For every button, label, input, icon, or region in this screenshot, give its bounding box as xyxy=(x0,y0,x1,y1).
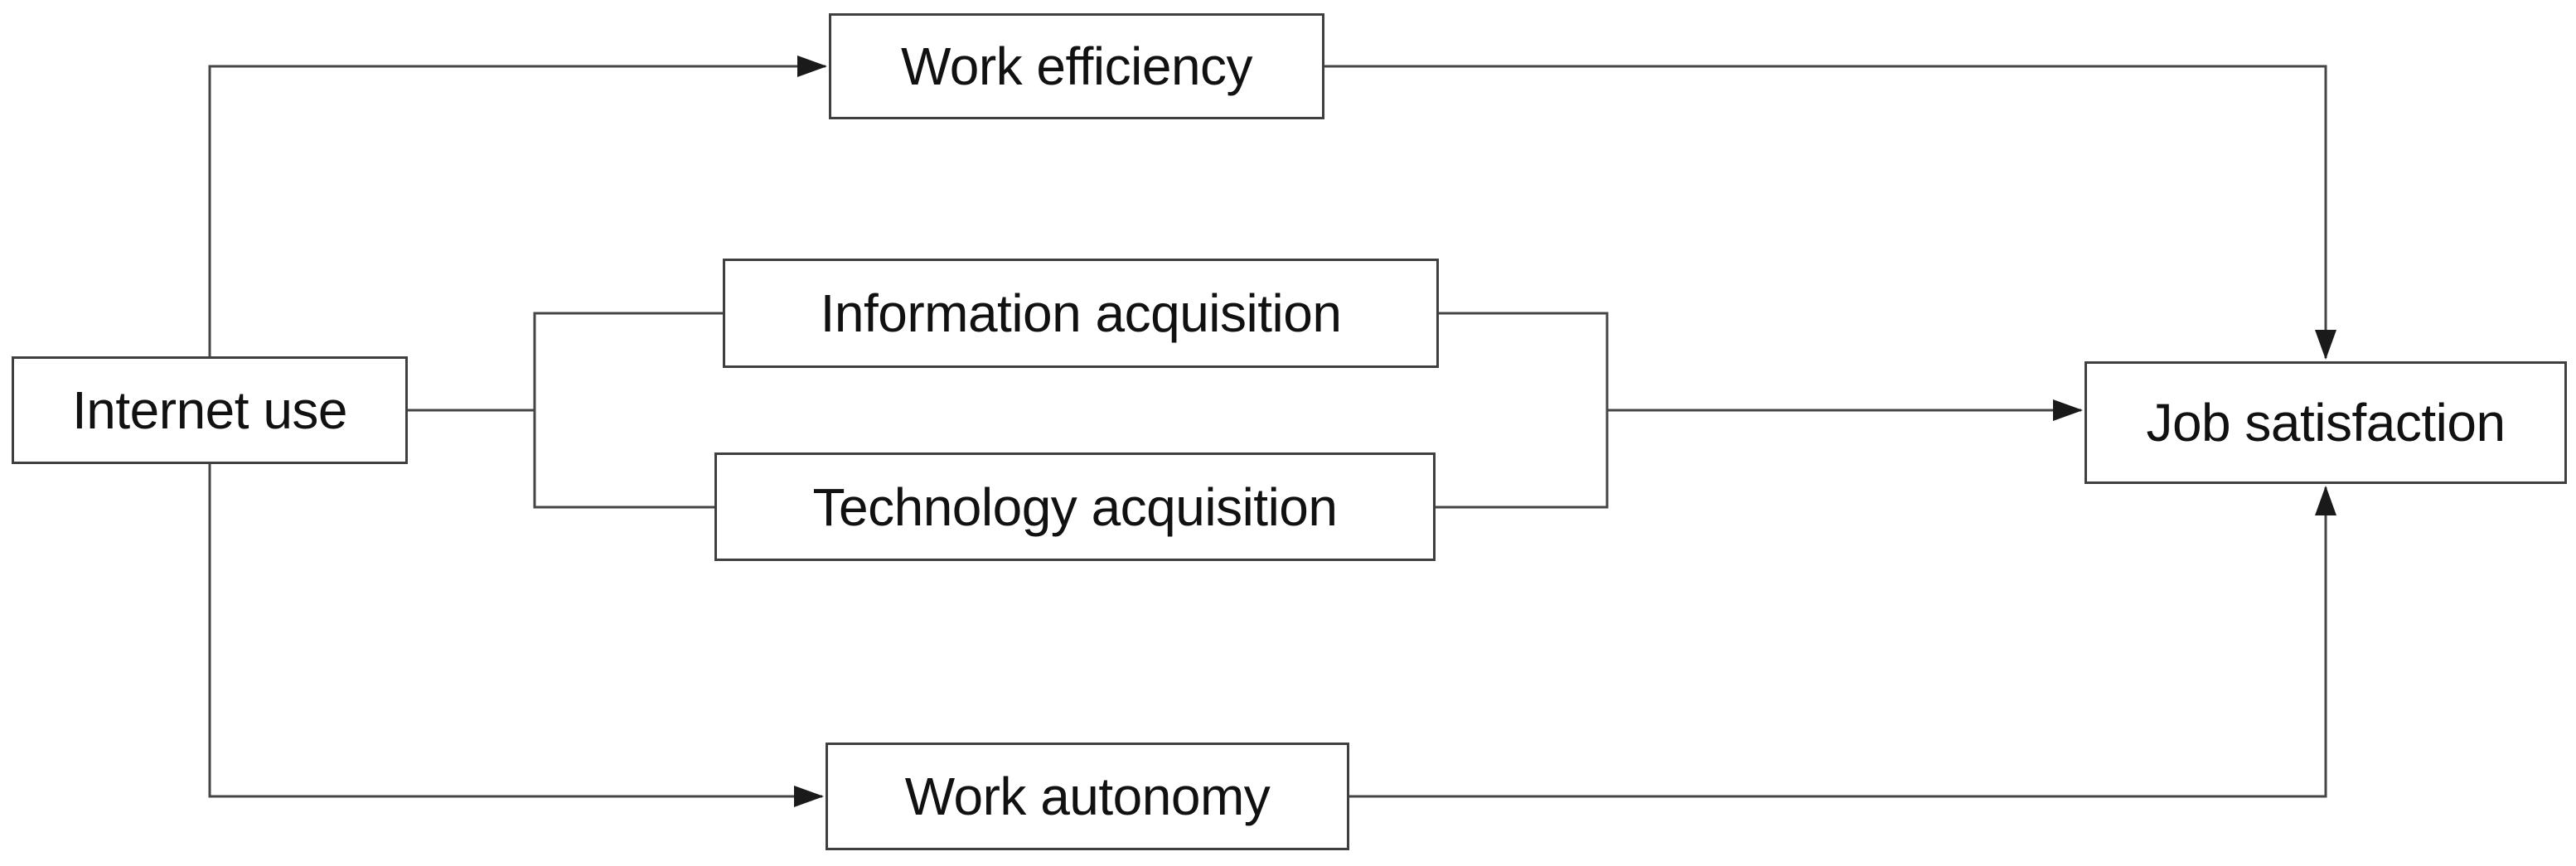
node-information-acquisition-label: Information acquisition xyxy=(820,283,1342,343)
bracket-left-mediators xyxy=(533,312,723,509)
node-internet-use-label: Internet use xyxy=(72,380,348,440)
node-information-acquisition: Information acquisition xyxy=(723,259,1439,368)
node-work-efficiency-label: Work efficiency xyxy=(900,36,1253,96)
edge-work-efficiency-to-job-satisfaction xyxy=(1324,65,2336,360)
node-technology-acquisition-label: Technology acquisition xyxy=(812,477,1338,537)
edge-internet-use-to-work-efficiency xyxy=(208,56,827,356)
bracket-right-mediators xyxy=(1436,312,1609,509)
node-work-efficiency: Work efficiency xyxy=(829,13,1324,119)
node-job-satisfaction-label: Job satisfaction xyxy=(2146,393,2506,452)
node-work-autonomy-label: Work autonomy xyxy=(904,767,1271,826)
node-work-autonomy: Work autonomy xyxy=(826,743,1349,850)
edge-work-autonomy-to-job-satisfaction xyxy=(1349,486,2336,798)
node-job-satisfaction: Job satisfaction xyxy=(2085,361,2567,484)
node-internet-use: Internet use xyxy=(12,356,408,464)
edge-internet-use-to-work-autonomy xyxy=(208,464,824,807)
node-technology-acquisition: Technology acquisition xyxy=(714,452,1436,561)
